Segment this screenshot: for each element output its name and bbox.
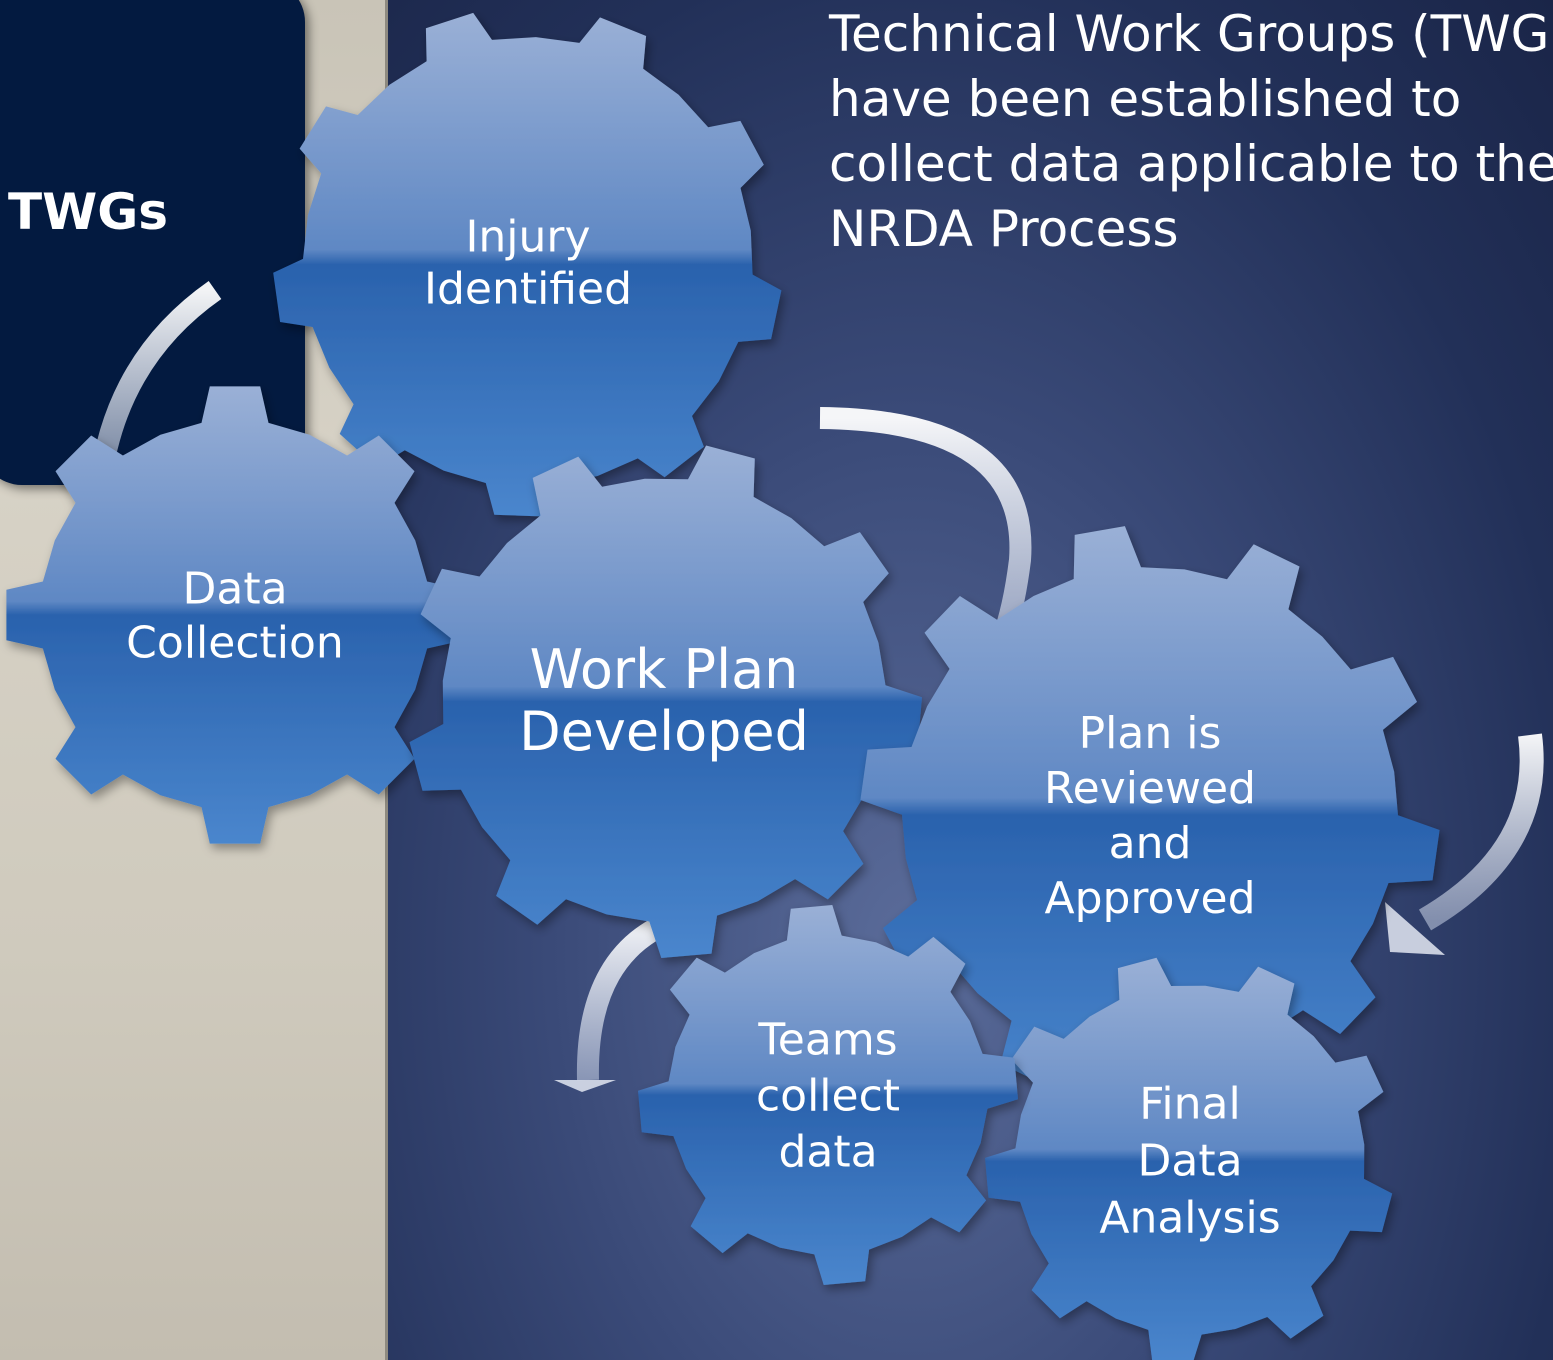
gear-label-line: collect xyxy=(756,1070,900,1121)
gear-shape xyxy=(860,526,1440,1104)
arrow-review-to-analysis xyxy=(1385,733,1544,955)
gear-label-line: Identified xyxy=(424,263,632,314)
gear-label-line: Collection xyxy=(126,617,344,668)
gear-label-line: Work Plan xyxy=(530,638,799,701)
gear-label-line: Reviewed xyxy=(1044,763,1256,814)
gear-label-line: and xyxy=(1109,818,1192,869)
gear-label-line: Injury xyxy=(465,211,590,262)
gear-shape xyxy=(273,12,782,517)
gear-label-line: Approved xyxy=(1044,873,1255,924)
gear-shape xyxy=(638,905,1018,1285)
gear-label-line: data xyxy=(778,1126,877,1177)
gear-label-line: Data xyxy=(1137,1135,1242,1186)
gear-shape xyxy=(409,445,922,958)
slide-title: TWGs xyxy=(8,183,169,241)
gear-label-line: Teams xyxy=(757,1014,897,1065)
gear-label-line: Final xyxy=(1139,1078,1240,1129)
slide-description: Technical Work Groups (TWG) have been es… xyxy=(829,5,1553,258)
gear-label-line: Developed xyxy=(519,700,809,763)
gear-shape xyxy=(6,386,464,844)
gear-shape xyxy=(985,957,1393,1360)
gear-label-line: Data xyxy=(182,563,287,614)
gear-label-line: Analysis xyxy=(1099,1192,1280,1243)
gear-label-line: Plan is xyxy=(1079,708,1222,759)
